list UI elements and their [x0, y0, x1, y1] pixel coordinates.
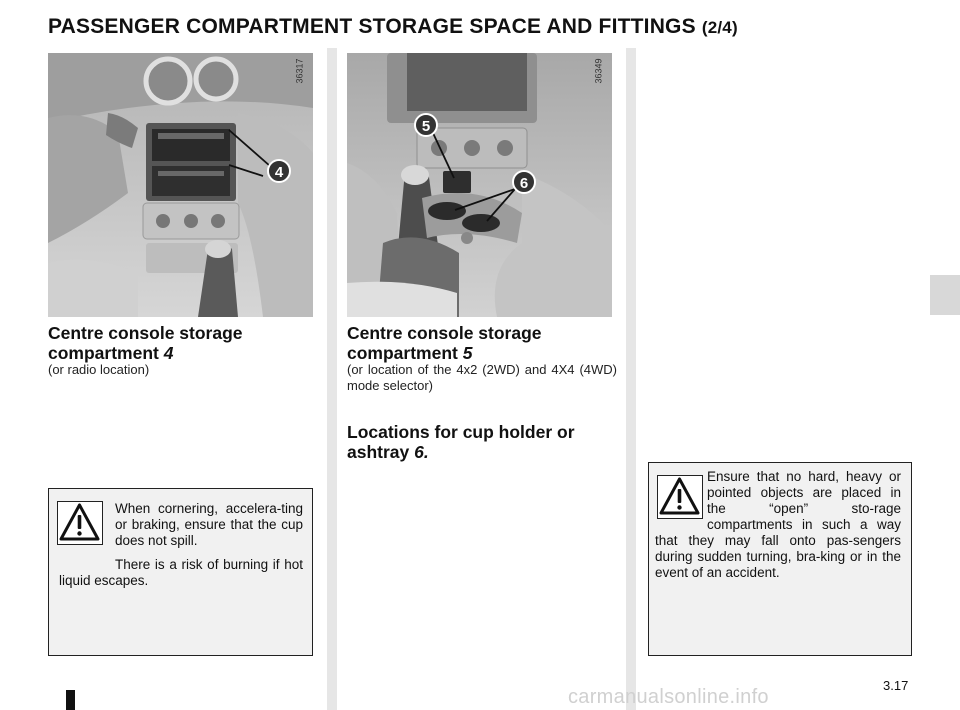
note-radio-location: (or radio location): [48, 362, 150, 377]
warning-triangle-icon: [57, 501, 103, 545]
heading-storage-4: Centre console storage compartment 4: [48, 323, 313, 363]
warning-cup-para2: There is a risk of burning if hot liquid…: [59, 557, 303, 588]
warning-triangle-icon: [657, 475, 703, 519]
console-illustration-middle: 5 6: [347, 53, 612, 317]
heading-storage-4-num: 4: [163, 343, 174, 363]
heading-cup-holder-num: 6.: [414, 442, 429, 462]
heading-storage-4-text: Centre console storage compartment: [48, 323, 243, 363]
warning-box-objects: Ensure that no hard, heavy or pointed ob…: [648, 462, 912, 656]
photo-ref-left: 36317: [294, 58, 305, 84]
heading-cup-holder-text: Locations for cup holder or ashtray: [347, 422, 575, 462]
heading-storage-5: Centre console storage compartment 5: [347, 323, 612, 363]
photo-console-storage-5-6: 5 6: [347, 53, 612, 317]
page-title: PASSENGER COMPARTMENT STORAGE SPACE AND …: [48, 15, 738, 39]
heading-storage-5-text: Centre console storage compartment: [347, 323, 542, 363]
warning-objects-para1: Ensure that no hard, heavy or pointed ob…: [655, 469, 901, 580]
warning-cup-para1: When cornering, accelera-ting or braking…: [115, 501, 303, 548]
photo-console-storage-4: 4: [48, 53, 313, 317]
page-number: 3.17: [883, 678, 909, 693]
console-illustration-left: 4: [48, 53, 313, 317]
callout-4: 4: [275, 164, 284, 181]
callout-5: 5: [422, 118, 430, 135]
heading-cup-holder: Locations for cup holder or ashtray 6.: [347, 422, 612, 462]
section-tab: [930, 275, 960, 315]
page-title-suffix: (2/4): [701, 18, 738, 37]
page-title-main: PASSENGER COMPARTMENT STORAGE SPACE AND …: [48, 15, 696, 38]
note-mode-selector: (or location of the 4x2 (2WD) and 4X4 (4…: [347, 362, 617, 393]
callout-6: 6: [520, 175, 528, 192]
warning-box-cup: When cornering, accelera-ting or braking…: [48, 488, 313, 656]
footer-watermark: carmanualsonline.info: [568, 686, 769, 708]
photo-ref-middle: 36349: [593, 58, 604, 84]
heading-storage-5-num: 5: [462, 343, 473, 363]
column-divider-left: [327, 48, 337, 710]
corner-mark: [66, 690, 75, 710]
column-divider-right: [626, 48, 636, 710]
